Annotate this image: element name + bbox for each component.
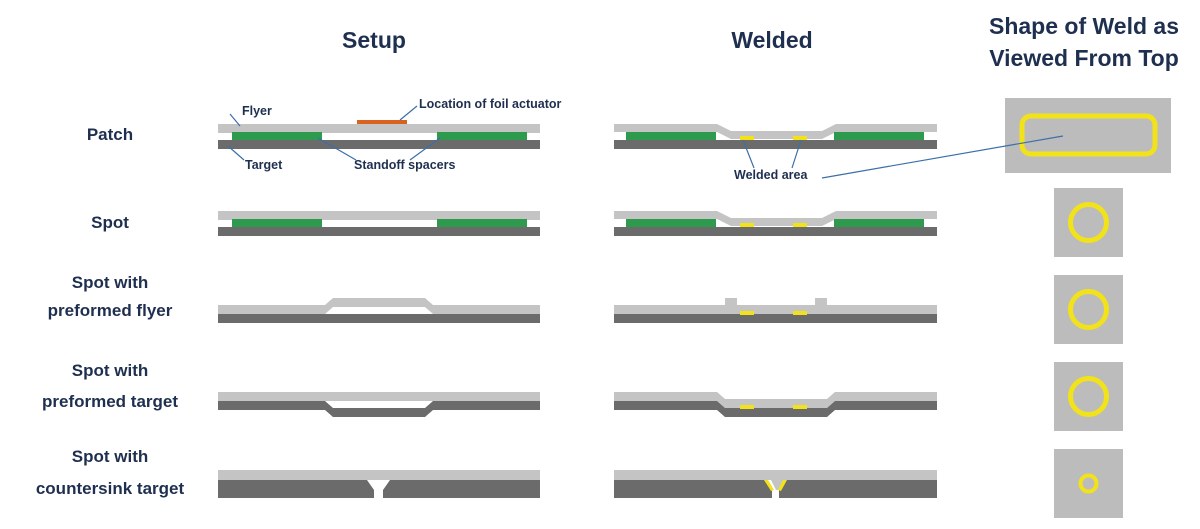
patch-welded-weld-left [740, 136, 754, 140]
countersink-top-view-weld-ring [1078, 473, 1099, 494]
preformed-flyer-top-view [1054, 275, 1123, 344]
countersink-top-view-panel [1054, 449, 1123, 518]
countersink-welded-weld-left [764, 480, 774, 491]
patch-welded-spacer-right [834, 132, 924, 140]
preformed-flyer-welded-flyer [614, 305, 937, 314]
row-label-countersink-line1: Spot with [71, 447, 149, 466]
countersink-setup [218, 470, 540, 498]
spot-welded-spacer-right [834, 219, 924, 227]
spot-welded-weld-right [793, 223, 807, 227]
spot-setup-flyer [218, 211, 540, 220]
preformed-flyer-top-view-panel [1054, 275, 1123, 344]
spot-top-view-weld-ring [1068, 202, 1109, 243]
preformed-target-top-view-weld-ring [1068, 376, 1109, 417]
header-setup: Setup [342, 27, 406, 53]
leader-flyer [229, 113, 241, 127]
patch-setup-flyer [218, 124, 540, 133]
row-label-countersink-line2: countersink target [35, 479, 185, 498]
preformed-flyer-welded-target [614, 314, 937, 323]
row-label-patch: Patch [86, 125, 134, 144]
countersink-top-view [1054, 449, 1123, 518]
spot-welded [614, 211, 937, 236]
foil-actuator [357, 120, 407, 124]
spot-welded-spacer-left [626, 219, 716, 227]
header-top-view-line1: Shape of Weld as [988, 13, 1179, 39]
preformed-target-welded-weld-left [740, 405, 754, 409]
row-label-preformed-target-line2: preformed target [41, 392, 179, 411]
preformed-target-setup [218, 392, 540, 417]
patch-welded-spacer-left [626, 132, 716, 140]
annotation-flyer: Flyer [242, 104, 272, 118]
countersink-welded [614, 470, 937, 498]
preformed-target-setup-target [218, 401, 540, 417]
countersink-welded-target [614, 480, 772, 498]
leader-weld-to-top-view [821, 135, 1064, 179]
preformed-flyer-welded-weld-left [740, 311, 754, 315]
spot-setup-spacer-right [437, 219, 527, 227]
spot-welded-target [614, 227, 937, 236]
preformed-flyer-welded-bump-right [815, 298, 827, 307]
preformed-flyer-top-view-weld-ring [1068, 289, 1109, 330]
patch-setup-spacer-left [232, 132, 322, 140]
preformed-flyer-welded-weld-right [793, 311, 807, 315]
preformed-target-top-view [1054, 362, 1123, 431]
preformed-target-welded-target [614, 401, 937, 417]
countersink-setup-flyer [218, 470, 540, 480]
annotation-actuator: Location of foil actuator [419, 97, 562, 111]
patch-setup-target [218, 140, 540, 149]
countersink-setup-target [218, 480, 374, 498]
preformed-flyer-setup [218, 298, 540, 323]
patch-top-view-weld-ring [1019, 113, 1158, 157]
patch-top-view [1005, 98, 1171, 173]
patch-setup [218, 120, 540, 149]
preformed-flyer-welded-bump-left [725, 298, 737, 307]
preformed-flyer-setup-target [218, 314, 540, 323]
countersink-setup-target-right [383, 480, 540, 498]
leader-actuator [399, 105, 418, 121]
spot-welded-weld-left [740, 223, 754, 227]
preformed-target-top-view-panel [1054, 362, 1123, 431]
patch-setup-spacer-right [437, 132, 527, 140]
annotation-spacers: Standoff spacers [354, 158, 456, 172]
leader-weld-right [791, 139, 802, 169]
countersink-welded-target-right [779, 480, 937, 498]
header-top-view-line2: Viewed From Top [989, 45, 1179, 71]
patch-welded-weld-right [793, 136, 807, 140]
preformed-target-welded [614, 392, 937, 417]
header-welded: Welded [731, 27, 813, 53]
row-label-preformed-target-line1: Spot with [71, 361, 149, 380]
leader-lines [227, 105, 1064, 179]
preformed-target-welded-flyer [614, 392, 937, 408]
preformed-target-welded-weld-right [793, 405, 807, 409]
row-label-preformed-flyer-line1: Spot with [71, 273, 149, 292]
spot-top-view-panel [1054, 188, 1123, 257]
leader-spacer-left [317, 137, 357, 161]
patch-welded-target [614, 140, 937, 149]
spot-setup [218, 211, 540, 236]
patch-top-view-panel [1005, 98, 1171, 173]
spot-setup-spacer-left [232, 219, 322, 227]
countersink-welded-weld-right [778, 480, 787, 491]
row-label-preformed-flyer-line2: preformed flyer [47, 301, 173, 320]
leader-weld-left [742, 139, 755, 169]
preformed-target-setup-flyer [218, 392, 540, 401]
countersink-welded-flyer [614, 470, 937, 490]
spot-setup-target [218, 227, 540, 236]
preformed-flyer-setup-flyer [218, 298, 540, 314]
row-label-spot: Spot [91, 213, 129, 232]
patch-welded [614, 124, 937, 149]
spot-top-view [1054, 188, 1123, 257]
patch-welded-flyer [614, 124, 937, 139]
preformed-flyer-welded [614, 298, 937, 323]
spot-welded-flyer [614, 211, 937, 226]
annotation-welded-area: Welded area [734, 168, 808, 182]
leader-target [227, 145, 245, 161]
annotation-target: Target [245, 158, 283, 172]
leader-spacer-right [409, 137, 441, 161]
